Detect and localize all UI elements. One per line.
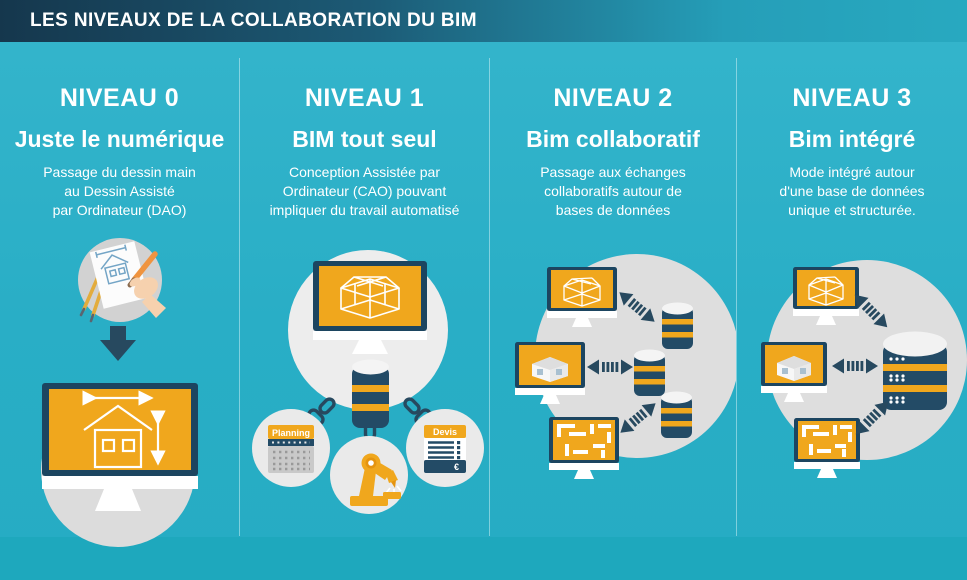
level-heading: NIVEAU 2: [553, 84, 673, 112]
level-heading: NIVEAU 0: [59, 84, 180, 112]
column-niveau-3: NIVEAU 3 Bim intégré Mode intégré autour…: [737, 42, 967, 580]
illustration-niveau-0: [41, 238, 198, 547]
database-icon: [634, 349, 665, 396]
robot-arm-icon: [350, 453, 402, 506]
page-title: LES NIVEAUX DE LA COLLABORATION DU BIM: [30, 10, 477, 31]
column-title: Bim intégré: [788, 126, 916, 152]
euro-symbol: €: [454, 462, 459, 472]
pencil-hand: [127, 251, 166, 318]
column-divider: [736, 58, 737, 536]
illustration-niveau-1: Planning: [252, 250, 484, 514]
column-description: Mode intégré autour d'une base de donnée…: [779, 164, 925, 219]
monitor-wireframe-icon: [313, 261, 427, 354]
hand-sketch-icon: [78, 238, 166, 323]
column-title: Bim collaboratif: [526, 126, 700, 152]
column-title: Juste le numérique: [14, 126, 225, 152]
monitor-house-icon: [42, 383, 198, 511]
column-niveau-0: NIVEAU 0 Juste le numérique Passage du d…: [0, 42, 239, 580]
monitor-floorplan-icon: [794, 418, 860, 478]
monitor-wireframe-icon: [793, 267, 859, 325]
monitor-3d-house-icon: [515, 342, 585, 404]
database-icon: [662, 302, 693, 349]
title-bar: LES NIVEAUX DE LA COLLABORATION DU BIM: [0, 0, 967, 42]
devis-document-icon: Devis €: [424, 425, 466, 473]
illustration-niveau-3: [761, 260, 967, 478]
server-database-icon: [883, 331, 947, 410]
level-heading: NIVEAU 3: [792, 84, 912, 112]
column-title: BIM tout seul: [292, 126, 437, 152]
column-description: Conception Assistée par Ordinateur (CAO)…: [269, 164, 460, 219]
down-arrow-icon: [100, 326, 136, 361]
database-icon: [352, 359, 389, 428]
devis-label: Devis: [433, 427, 457, 437]
column-description: Passage du dessin main au Dessin Assisté…: [43, 164, 196, 219]
monitor-3d-house-icon: [761, 342, 827, 402]
planning-label: Planning: [272, 428, 310, 438]
column-niveau-2: NIVEAU 2 Bim collaboratif Passage aux éc…: [490, 42, 736, 580]
illustration-niveau-2: [515, 254, 736, 479]
column-divider: [489, 58, 490, 536]
footer-band: [0, 537, 967, 580]
column-divider: [239, 58, 240, 536]
column-niveau-1: NIVEAU 1 BIM tout seul Conception Assist…: [240, 42, 489, 580]
monitor-floorplan-icon: [549, 417, 619, 479]
planning-calendar-icon: Planning: [268, 425, 314, 473]
level-heading: NIVEAU 1: [304, 84, 425, 112]
column-description: Passage aux échanges collaboratifs autou…: [540, 164, 686, 219]
database-icon: [661, 391, 692, 438]
monitor-wireframe-icon: [547, 267, 617, 327]
